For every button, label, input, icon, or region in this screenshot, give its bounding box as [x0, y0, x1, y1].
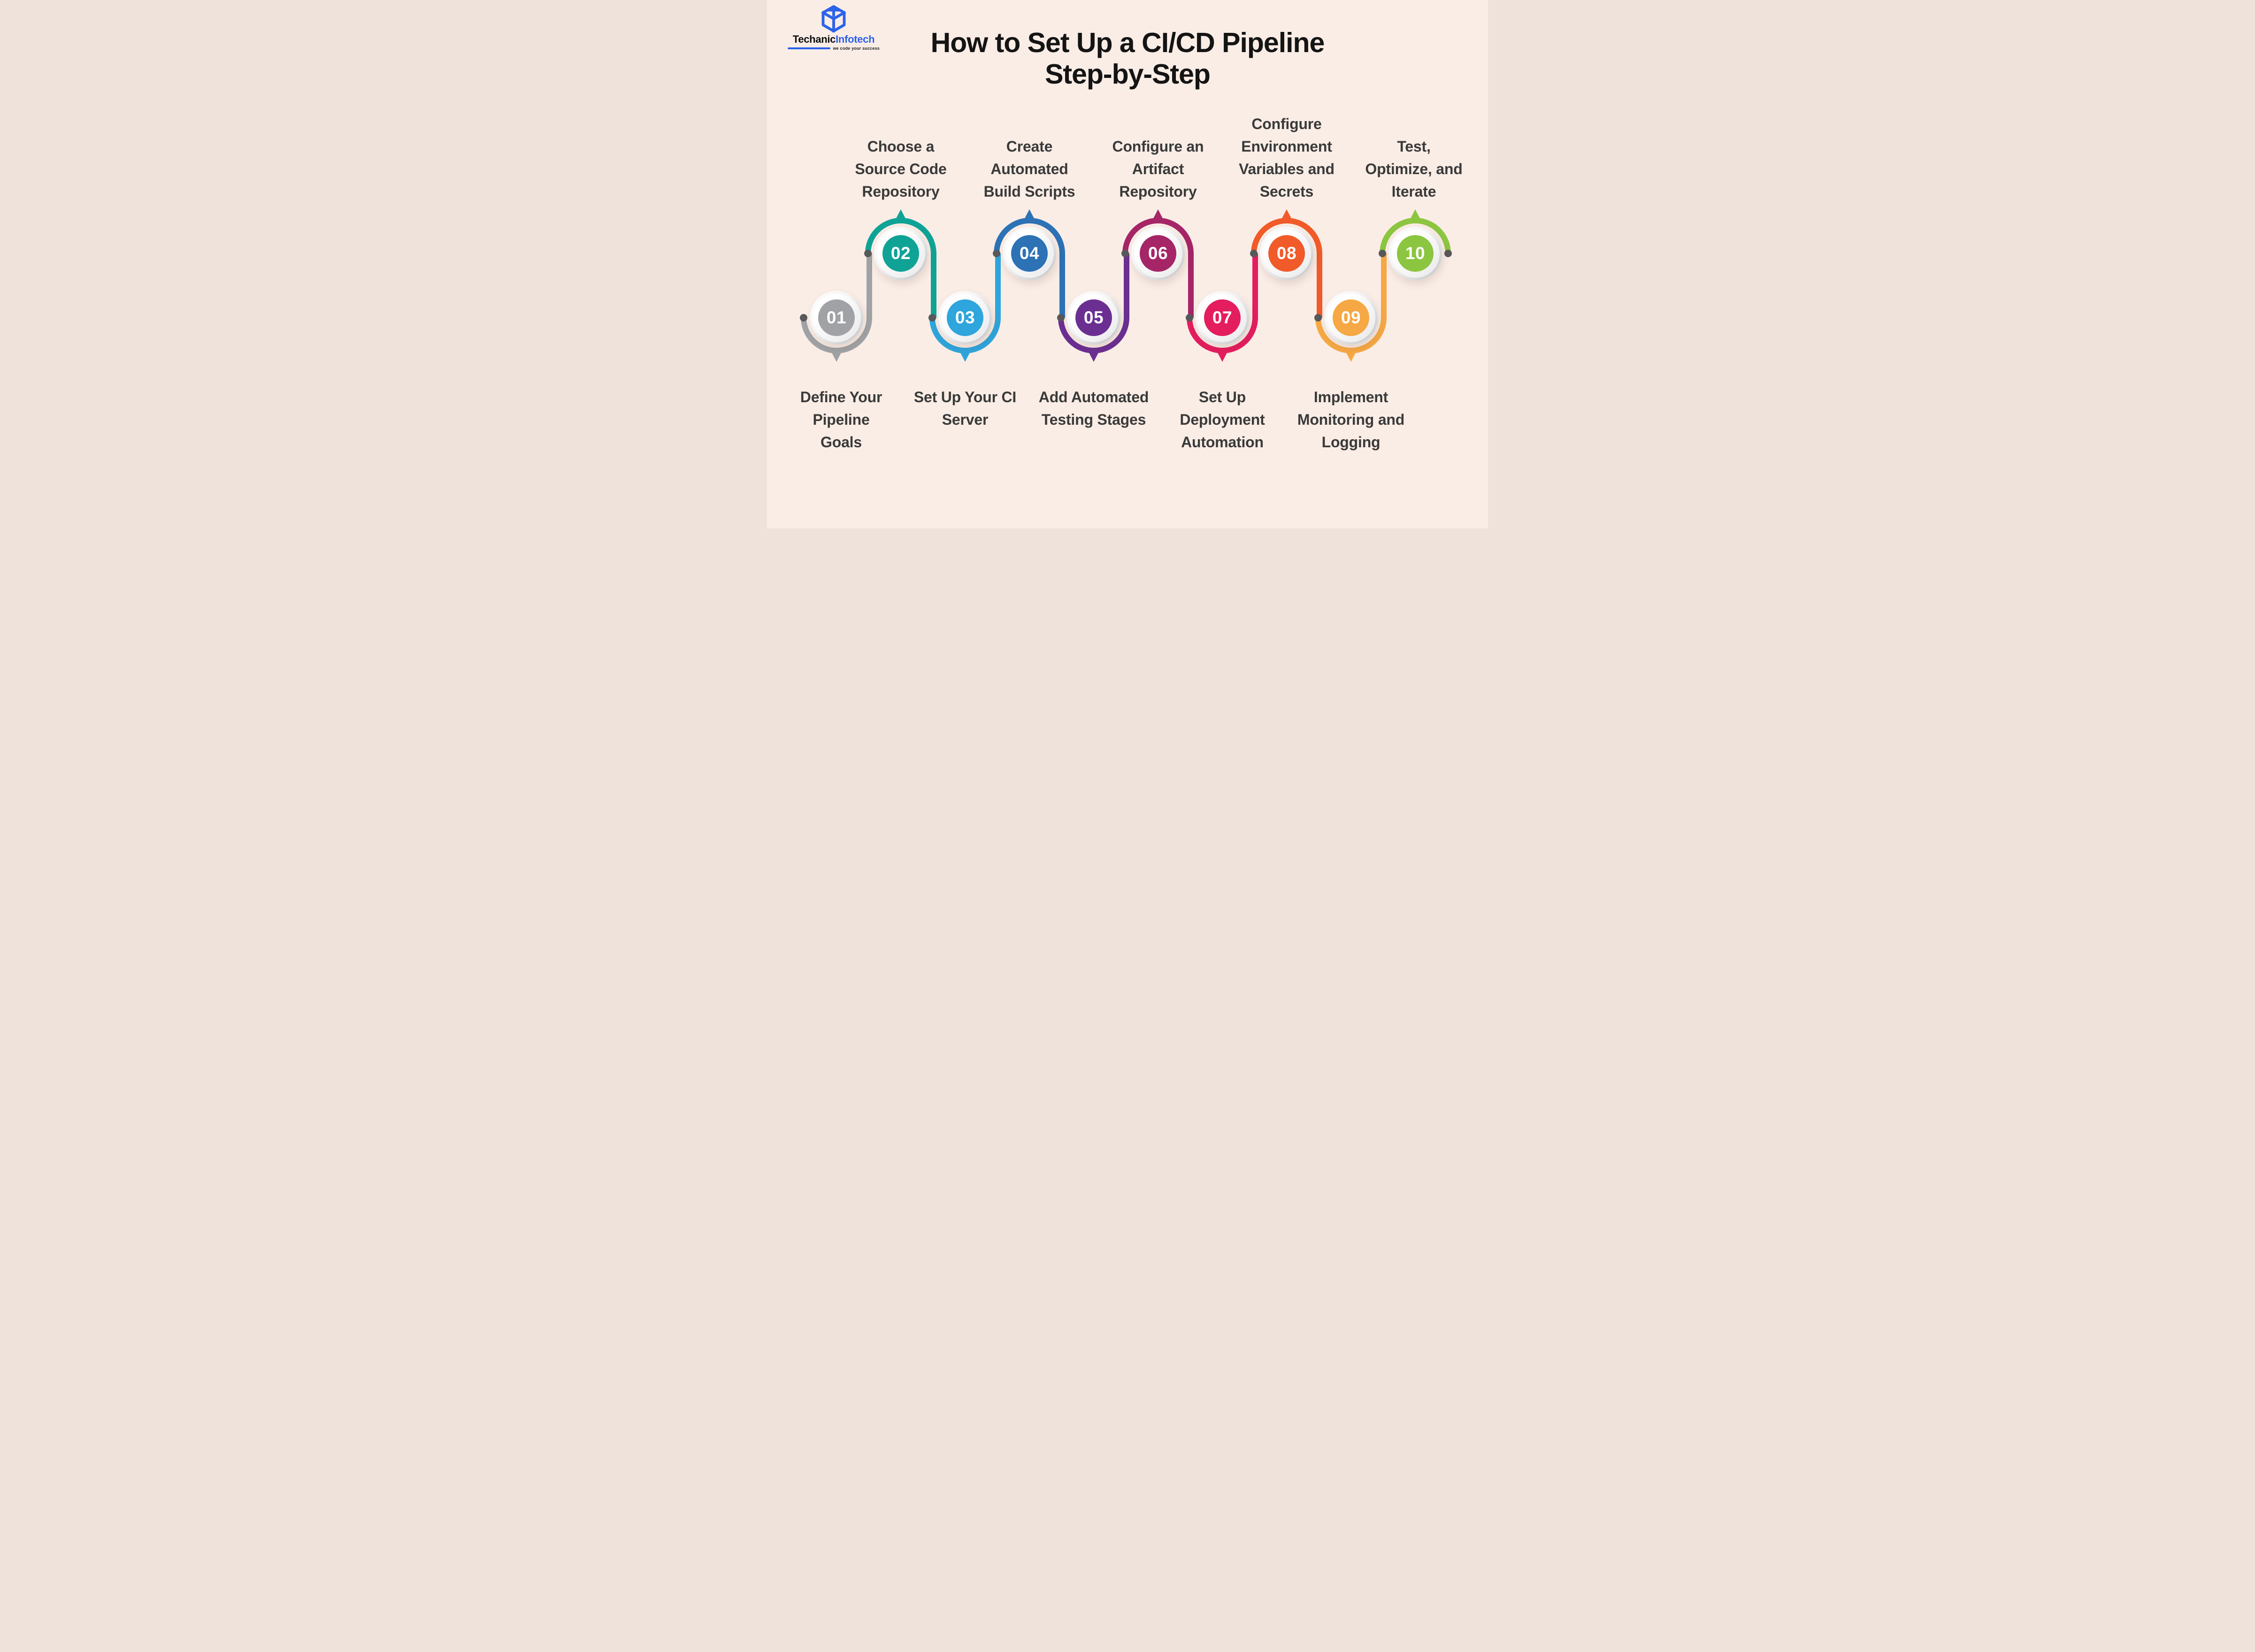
step-disc: 08: [1268, 235, 1305, 272]
step-disc: 07: [1204, 299, 1241, 336]
brand-name-primary: Techanic: [792, 33, 836, 45]
step-label-08: Configure Environment Variables and Secr…: [1239, 115, 1335, 200]
step-node-07: 07: [1196, 291, 1249, 344]
step-label-06: Configure an Artifact Repository: [1112, 138, 1204, 200]
brand-name-secondary: Infotech: [836, 33, 875, 45]
step-number: 02: [890, 244, 911, 263]
step-number: 07: [1212, 308, 1233, 327]
up-arrow-02: [894, 209, 908, 223]
step-ring: 06: [1131, 227, 1185, 280]
down-arrow-01: [829, 348, 844, 362]
step-number: 08: [1276, 244, 1297, 263]
up-arrow-08: [1280, 209, 1294, 223]
down-arrow-03: [958, 348, 972, 362]
junction-dot-10: [1444, 250, 1452, 257]
step-number: 03: [955, 308, 975, 327]
step-node-08: 08: [1260, 227, 1313, 280]
step-label-04: Create Automated Build Scripts: [983, 138, 1075, 200]
up-arrow-04: [1022, 209, 1036, 223]
step-ring: 02: [874, 227, 928, 280]
page-title-line1: How to Set Up a CI/CD Pipeline: [930, 27, 1325, 58]
up-arrow-06: [1151, 209, 1165, 223]
brand-tagline: we code your success: [833, 46, 880, 51]
step-number: 04: [1019, 244, 1040, 263]
infographic-canvas: TechanicInfotech we code your success Ho…: [767, 0, 1488, 528]
step-disc: 06: [1140, 235, 1176, 272]
junction-dot-2: [928, 314, 936, 321]
step-ring: 10: [1388, 227, 1442, 280]
step-number: 05: [1083, 308, 1104, 327]
step-node-10: 10: [1388, 227, 1442, 280]
step-label-05: Add Automated Testing Stages: [1038, 389, 1149, 428]
junction-dot-0: [800, 314, 807, 321]
step-disc: 04: [1011, 235, 1048, 272]
step-label-10: Test, Optimize, and Iterate: [1365, 138, 1463, 200]
junction-dot-7: [1250, 250, 1258, 257]
step-label-03: Set Up Your CI Server: [913, 389, 1017, 428]
junction-dot-1: [864, 250, 872, 257]
brand-name: TechanicInfotech: [788, 34, 880, 45]
step-ring: 05: [1067, 291, 1120, 344]
step-number: 09: [1341, 308, 1361, 327]
page-title: How to Set Up a CI/CD Pipeline Step-by-S…: [767, 27, 1488, 90]
step-node-09: 09: [1324, 291, 1378, 344]
down-arrow-05: [1087, 348, 1101, 362]
step-node-01: 01: [810, 291, 863, 344]
junction-dot-9: [1379, 250, 1386, 257]
step-disc: 09: [1333, 299, 1369, 336]
down-arrow-07: [1215, 348, 1229, 362]
junction-dot-3: [993, 250, 1000, 257]
junction-dot-8: [1314, 314, 1322, 321]
step-label-09: Implement Monitoring and Logging: [1297, 389, 1405, 451]
step-disc: 10: [1397, 235, 1434, 272]
step-node-05: 05: [1067, 291, 1120, 344]
brand-logo: TechanicInfotech we code your success: [788, 5, 880, 51]
brand-tagline-row: we code your success: [788, 46, 880, 51]
step-ring: 01: [810, 291, 863, 344]
step-label-07: Set Up Deployment Automation: [1180, 389, 1265, 451]
step-ring: 04: [1003, 227, 1056, 280]
up-arrow-10: [1408, 209, 1422, 223]
step-label-02: Choose a Source Code Repository: [855, 138, 947, 200]
junction-dot-6: [1186, 314, 1193, 321]
step-disc: 01: [818, 299, 855, 336]
logo-cube-icon: [821, 5, 846, 33]
step-disc: 05: [1075, 299, 1112, 336]
step-node-06: 06: [1131, 227, 1185, 280]
step-number: 06: [1148, 244, 1168, 263]
step-ring: 08: [1260, 227, 1313, 280]
step-disc: 02: [882, 235, 919, 272]
step-number: 10: [1405, 244, 1426, 263]
junction-dot-4: [1057, 314, 1065, 321]
step-ring: 09: [1324, 291, 1378, 344]
step-disc: 03: [947, 299, 983, 336]
step-node-03: 03: [938, 291, 992, 344]
step-node-02: 02: [874, 227, 928, 280]
junction-dot-5: [1121, 250, 1129, 257]
step-node-04: 04: [1003, 227, 1056, 280]
down-arrow-09: [1344, 348, 1358, 362]
brand-underline: [788, 47, 831, 49]
step-ring: 03: [938, 291, 992, 344]
step-label-01: Define Your Pipeline Goals: [800, 389, 882, 451]
page-title-line2: Step-by-Step: [1045, 58, 1211, 90]
step-ring: 07: [1196, 291, 1249, 344]
step-number: 01: [826, 308, 847, 327]
pipeline-path-svg: [800, 209, 1452, 362]
